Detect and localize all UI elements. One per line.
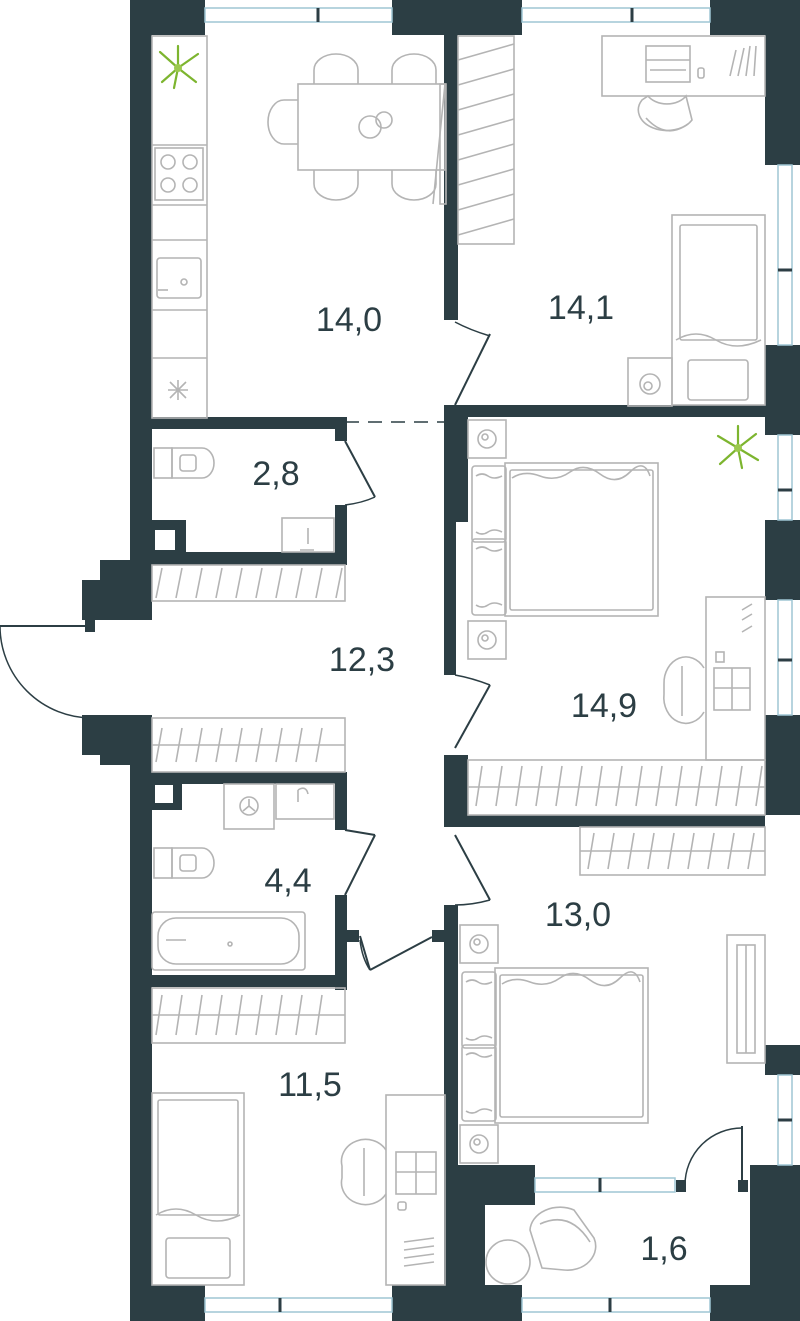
area-bedroom-lower-right: 13,0 <box>545 896 611 934</box>
wardrobe-icon <box>151 564 346 602</box>
area-bathroom: 4,4 <box>264 862 311 900</box>
area-hallway: 12,3 <box>329 641 395 679</box>
bathtub-icon <box>151 911 306 971</box>
area-balcony: 1,6 <box>640 1230 687 1268</box>
chair-icon <box>340 1138 387 1206</box>
side-table-icon <box>485 1239 531 1285</box>
bed-icon <box>459 924 649 1164</box>
sink-icon <box>275 783 335 820</box>
toilet-icon <box>153 847 215 879</box>
bedroom-middle-right-furniture <box>467 419 766 816</box>
wardrobe-icon <box>151 987 346 1044</box>
chair-icon <box>663 656 705 725</box>
area-kitchen-dining: 14,0 <box>316 301 382 339</box>
area-labels: 14,0 14,1 2,8 12,3 14,9 4,4 13,0 11,5 1,… <box>252 289 687 1268</box>
hallway-wardrobe-icon <box>151 717 346 773</box>
entrance-door-icon[interactable] <box>0 620 95 719</box>
desk-icon <box>601 35 766 97</box>
area-bedroom-bottom-left: 11,5 <box>278 1066 342 1104</box>
stove-icon <box>154 147 204 201</box>
chair-icon <box>267 53 437 201</box>
wardrobe-icon <box>579 826 766 876</box>
desk-icon <box>385 1094 446 1286</box>
wardrobe-icon <box>467 759 766 816</box>
chair-icon <box>637 94 693 132</box>
bedroom-lower-right-furniture <box>459 826 766 1164</box>
fan-icon <box>168 380 188 400</box>
area-wc: 2,8 <box>252 455 299 493</box>
bedroom-top-right-furniture <box>457 35 766 407</box>
bed-icon <box>467 419 659 660</box>
bathroom-door-icon[interactable] <box>344 829 376 896</box>
toilet-icon <box>153 447 215 479</box>
bathroom-furniture <box>151 783 335 971</box>
plant-icon <box>716 424 760 470</box>
kitchen-furniture <box>151 35 447 419</box>
area-bedroom-top-right: 14,1 <box>548 289 614 327</box>
plant-icon <box>158 44 200 90</box>
bedroom-door-icon[interactable] <box>454 674 491 749</box>
wc-furniture <box>151 447 346 602</box>
windows <box>204 7 793 1313</box>
bedroom-door-icon[interactable] <box>359 935 433 971</box>
washing-machine-icon <box>627 357 673 407</box>
chair-icon <box>529 1206 597 1272</box>
sink-icon <box>156 257 202 299</box>
bed-icon <box>671 214 766 406</box>
balcony-door-icon[interactable] <box>676 1126 748 1192</box>
bedroom-door-icon[interactable] <box>454 834 491 906</box>
bedroom-bottom-left-furniture <box>151 987 446 1286</box>
area-bedroom-middle-right: 14,9 <box>571 687 637 725</box>
tv-stand-icon <box>726 934 766 1064</box>
sink-icon <box>281 517 335 553</box>
wc-door-icon[interactable] <box>344 440 376 506</box>
wardrobe-icon <box>457 35 515 245</box>
washing-machine-icon <box>223 783 275 830</box>
doors <box>0 321 748 1192</box>
desk-icon <box>705 596 766 761</box>
bed-icon <box>151 1092 245 1286</box>
walls <box>82 0 800 1321</box>
kitchen-door-icon[interactable] <box>454 321 491 406</box>
dining-table <box>297 83 447 205</box>
balcony-furniture <box>485 1206 597 1285</box>
